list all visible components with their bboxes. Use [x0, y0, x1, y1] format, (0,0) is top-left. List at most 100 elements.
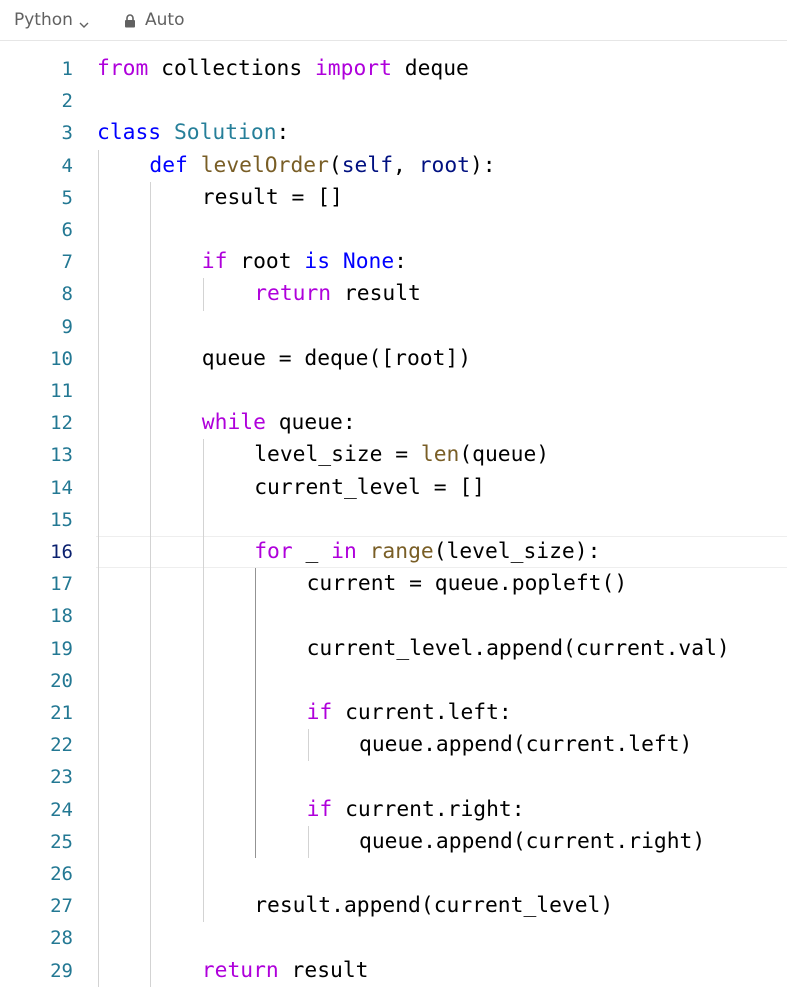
code-line[interactable]: 1 from collections import deque [0, 53, 787, 85]
line-number: 23 [50, 766, 73, 789]
code-text: level_size = len(queue) [254, 439, 549, 471]
line-number: 21 [50, 702, 73, 724]
code-token: def [149, 152, 188, 178]
code-line[interactable]: 11 [0, 375, 787, 407]
line-number: 17 [50, 573, 73, 596]
code-text: while queue: [202, 407, 356, 439]
code-line[interactable]: 21 if current.left: [0, 697, 787, 729]
line-number: 7 [61, 251, 73, 274]
code-token: None [342, 249, 395, 275]
code-token: while [201, 410, 266, 436]
code-token: class [97, 120, 162, 146]
code-token: : [394, 249, 407, 275]
code-line[interactable]: 9 [0, 311, 787, 343]
code-line[interactable]: 7 if root is None: [0, 246, 787, 278]
code-line[interactable]: 19 current_level.append(current.val) [0, 633, 787, 665]
line-number: 16 [50, 541, 73, 563]
indent-guide [255, 568, 257, 858]
code-line[interactable]: 6 [0, 214, 787, 246]
code-token: result [278, 957, 369, 983]
chevron-down-icon [79, 15, 89, 28]
code-text: return result [202, 955, 369, 987]
code-text: if current.right: [307, 794, 525, 826]
code-token [357, 539, 370, 564]
code-token: root [227, 249, 305, 275]
code-line[interactable]: 15 [0, 504, 787, 536]
code-line[interactable]: 2 [0, 85, 787, 117]
code-token: levelOrder [200, 152, 329, 178]
indent-guide [150, 181, 152, 987]
line-number: 3 [61, 122, 73, 145]
code-token: collections [148, 56, 315, 81]
line-number: 28 [50, 927, 73, 950]
line-number: 5 [61, 186, 73, 209]
code-text: if root is None: [202, 246, 407, 278]
line-number: 2 [61, 90, 73, 113]
code-token: import [314, 56, 392, 81]
code-text: queue = deque([root]) [202, 343, 471, 375]
line-number: 22 [50, 734, 73, 757]
code-token: , [393, 152, 419, 178]
code-token: return [254, 281, 332, 307]
code-text: queue.append(current.left) [359, 729, 692, 761]
mode-label: Auto [145, 10, 185, 30]
code-token: current = queue.popleft() [306, 571, 628, 597]
lock-icon [124, 13, 136, 28]
code-token: current_level.append(current.val) [306, 635, 730, 661]
indent-guide [202, 278, 204, 311]
line-number: 19 [50, 637, 73, 660]
code-token: if [201, 249, 228, 275]
code-token: len [420, 442, 460, 468]
code-token: root [418, 152, 470, 178]
code-line[interactable]: 23 [0, 761, 787, 793]
code-token: queue = deque([root]) [201, 345, 472, 371]
line-number: 1 [61, 58, 73, 80]
code-line[interactable]: 18 [0, 600, 787, 632]
code-token: (level_size): [433, 539, 601, 564]
mode-indicator[interactable]: Auto [124, 9, 184, 31]
code-token: if [306, 700, 333, 725]
code-line[interactable]: 8 return result [0, 278, 787, 310]
code-text: from collections import deque [97, 53, 469, 85]
code-token: result [331, 281, 421, 307]
code-line[interactable]: 17 current = queue.popleft() [0, 568, 787, 600]
language-select[interactable]: Python [14, 9, 89, 31]
line-number: 9 [61, 315, 73, 338]
line-number: 6 [61, 219, 73, 241]
code-token: ): [469, 152, 496, 178]
code-token: level_size = [254, 442, 421, 468]
code-line[interactable]: 12 while queue: [0, 407, 787, 439]
code-line[interactable]: 22 queue.append(current.left) [0, 729, 787, 761]
line-number: 12 [50, 412, 73, 435]
code-token: : [276, 120, 290, 146]
code-token: in [331, 539, 357, 564]
code-token: from [97, 56, 149, 81]
code-token: current.left: [332, 700, 512, 725]
indent-guide [98, 149, 99, 987]
code-text: current_level = [] [254, 472, 485, 504]
code-text: return result [254, 278, 421, 310]
code-line[interactable]: 20 [0, 665, 787, 697]
code-token: range [369, 539, 434, 564]
code-text: for _ in range(level_size): [254, 536, 600, 568]
code-line[interactable]: 28 [0, 922, 787, 954]
line-number: 8 [61, 283, 73, 306]
code-token: _ [292, 539, 332, 564]
line-number: 27 [50, 895, 73, 918]
code-line[interactable]: 26 [0, 858, 787, 890]
code-token: queue.append(current.left) [359, 732, 693, 758]
code-token: (queue) [459, 442, 550, 468]
code-token: current_level = [] [254, 474, 485, 500]
code-line[interactable]: 16 for _ in range(level_size): [0, 536, 787, 568]
